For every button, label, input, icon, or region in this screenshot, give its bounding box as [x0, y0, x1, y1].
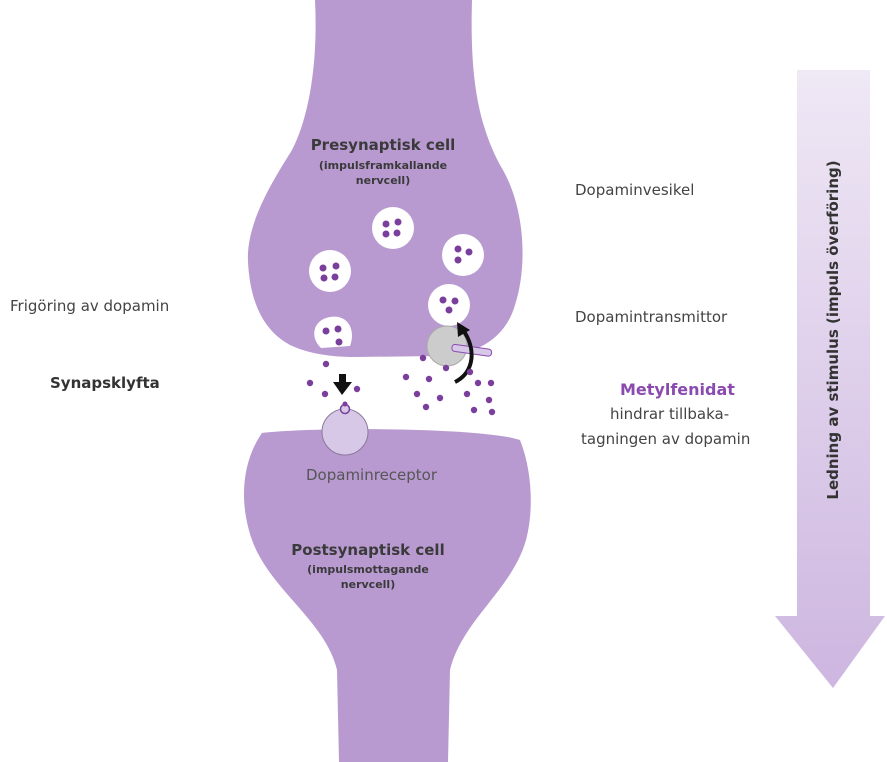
drug-description-1: hindrar tillbaka-	[610, 405, 729, 423]
dopamine-molecules	[307, 355, 495, 415]
impulse-arrow-label: Ledning av stimulus (impuls överföring)	[824, 160, 842, 499]
vesicle-label: Dopaminvesikel	[575, 181, 694, 199]
cleft-label: Synapsklyfta	[50, 374, 160, 392]
vesicle	[309, 250, 351, 292]
receptor-label: Dopaminreceptor	[306, 466, 437, 484]
release-label: Frigöring av dopamin	[10, 297, 169, 315]
vesicle	[428, 284, 470, 326]
transmitter-label: Dopamintransmittor	[575, 308, 727, 326]
drug-name: Metylfenidat	[620, 380, 735, 399]
vesicle	[442, 234, 484, 276]
drug-description-2: tagningen av dopamin	[581, 430, 750, 448]
presynaptic-subtitle-2: nervcell)	[293, 173, 473, 188]
postsynaptic-title: Postsynaptisk cell	[278, 541, 458, 559]
dopamine-receptor	[322, 402, 368, 456]
vesicle	[372, 207, 414, 249]
postsynaptic-subtitle-2: nervcell)	[278, 577, 458, 592]
postsynaptic-subtitle-1: (impulsmottagande	[278, 562, 458, 577]
releasing-vesicle	[314, 317, 352, 348]
arrow-down-icon	[333, 374, 352, 395]
presynaptic-subtitle-1: (impulsframkallande	[293, 158, 473, 173]
presynaptic-title: Presynaptisk cell	[293, 136, 473, 154]
